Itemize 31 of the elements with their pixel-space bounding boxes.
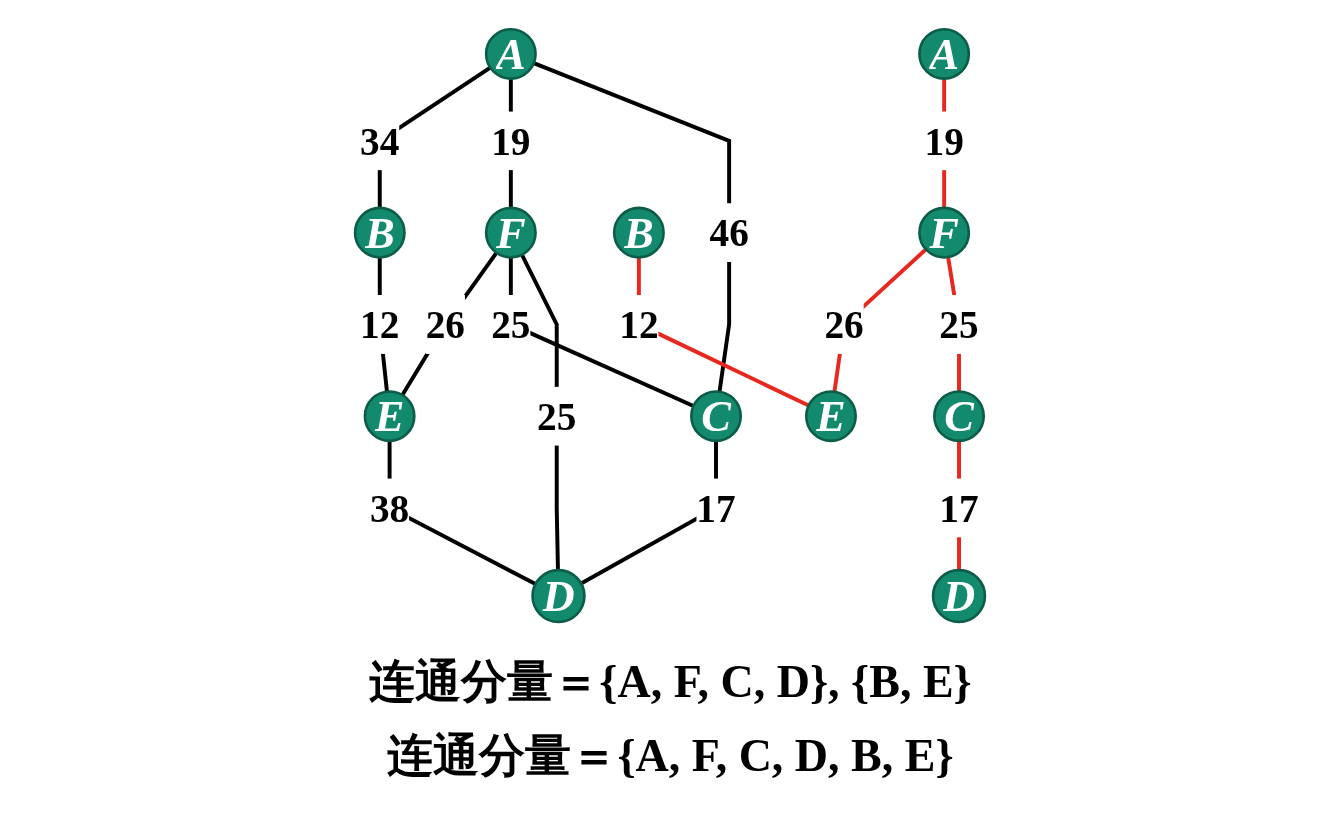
node-circle: E <box>363 390 416 443</box>
connector <box>400 251 499 397</box>
note-text: 连通分量＝{A, F, C, D}, {B, E} <box>369 655 972 709</box>
edge-label: 38 <box>369 486 410 530</box>
edge-label: 46 <box>709 211 749 255</box>
node-circle: F <box>918 206 971 259</box>
note-text: 连通分量＝{A, F, C, D, B, E} <box>387 729 954 783</box>
connector <box>508 257 695 408</box>
node-circle: A <box>918 27 971 80</box>
node-circle: B <box>353 206 406 259</box>
node-circle: C <box>933 390 985 443</box>
edge-label: 26 <box>425 302 465 347</box>
edge-label: 17 <box>696 486 736 530</box>
edge-label: 17 <box>939 486 979 530</box>
edge-label: 25 <box>537 394 577 438</box>
node-circle: A <box>484 27 537 80</box>
edge-label: 26 <box>824 302 864 347</box>
edge-label: 19 <box>491 119 531 163</box>
edge-label: 34 <box>360 119 400 163</box>
edge-label: 12 <box>360 302 400 347</box>
node-circle: B <box>612 206 665 259</box>
node-circle: F <box>484 206 537 259</box>
node-circle: E <box>804 390 857 443</box>
edge-label: 19 <box>924 119 964 163</box>
node-circle: D <box>531 568 586 624</box>
node-circle: D <box>931 568 987 624</box>
edge-label: 25 <box>491 302 531 347</box>
connector <box>533 61 732 392</box>
edge-label: 25 <box>939 302 979 347</box>
node-circle: C <box>690 390 743 443</box>
edge-label: 12 <box>619 302 659 347</box>
